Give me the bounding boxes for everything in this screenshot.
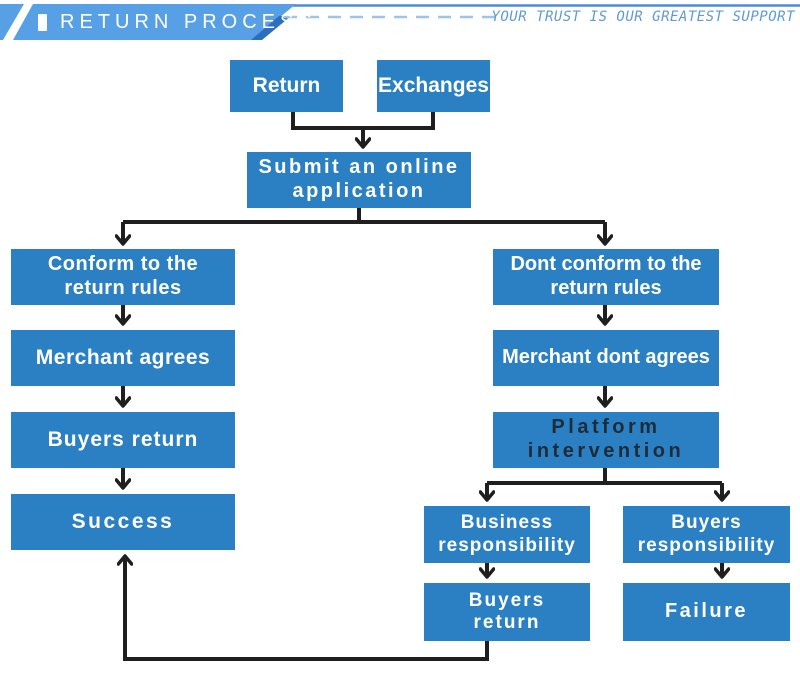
flow-node-return: Return — [230, 60, 343, 112]
header-title-group: RETURN PROCESS — [38, 8, 317, 36]
page-header: RETURN PROCESS YOUR TRUST IS OUR GREATES… — [0, 0, 800, 46]
edge-loop-to-success — [125, 556, 489, 661]
flow-node-failure: Failure — [623, 583, 790, 641]
flow-node-buyers-return: Buyers return — [11, 412, 235, 468]
edge-merge-bracket — [291, 112, 435, 130]
title-bar-icon — [38, 13, 47, 31]
banner-fold — [251, 16, 291, 40]
flow-node-conform-rules: Conform to the return rules — [11, 249, 235, 305]
flow-node-dont-conform-rules: Dont conform to the return rules — [493, 249, 719, 305]
flow-node-merchant-dont-agrees: Merchant dont agrees — [493, 330, 719, 386]
header-slogan: YOUR TRUST IS OUR GREATEST SUPPORT — [491, 9, 795, 25]
flow-node-exchanges: Exchanges — [377, 60, 490, 112]
banner-slash — [3, 4, 33, 40]
flow-node-merchant-agrees: Merchant agrees — [11, 330, 235, 386]
banner-ribbon — [0, 4, 296, 40]
flow-node-platform-intervention: Platform intervention — [493, 412, 719, 468]
flow-node-business-responsibility: Business responsibility — [424, 506, 590, 563]
page-title: RETURN PROCESS — [60, 10, 317, 33]
flow-node-submit-application: Submit an online application — [247, 152, 471, 208]
header-banner-graphic — [0, 4, 800, 40]
flow-node-buyers-responsibility: Buyers responsibility — [623, 506, 790, 563]
flow-node-success: Success — [11, 494, 235, 550]
flow-node-buyers-return-2: Buyers return — [424, 583, 590, 641]
